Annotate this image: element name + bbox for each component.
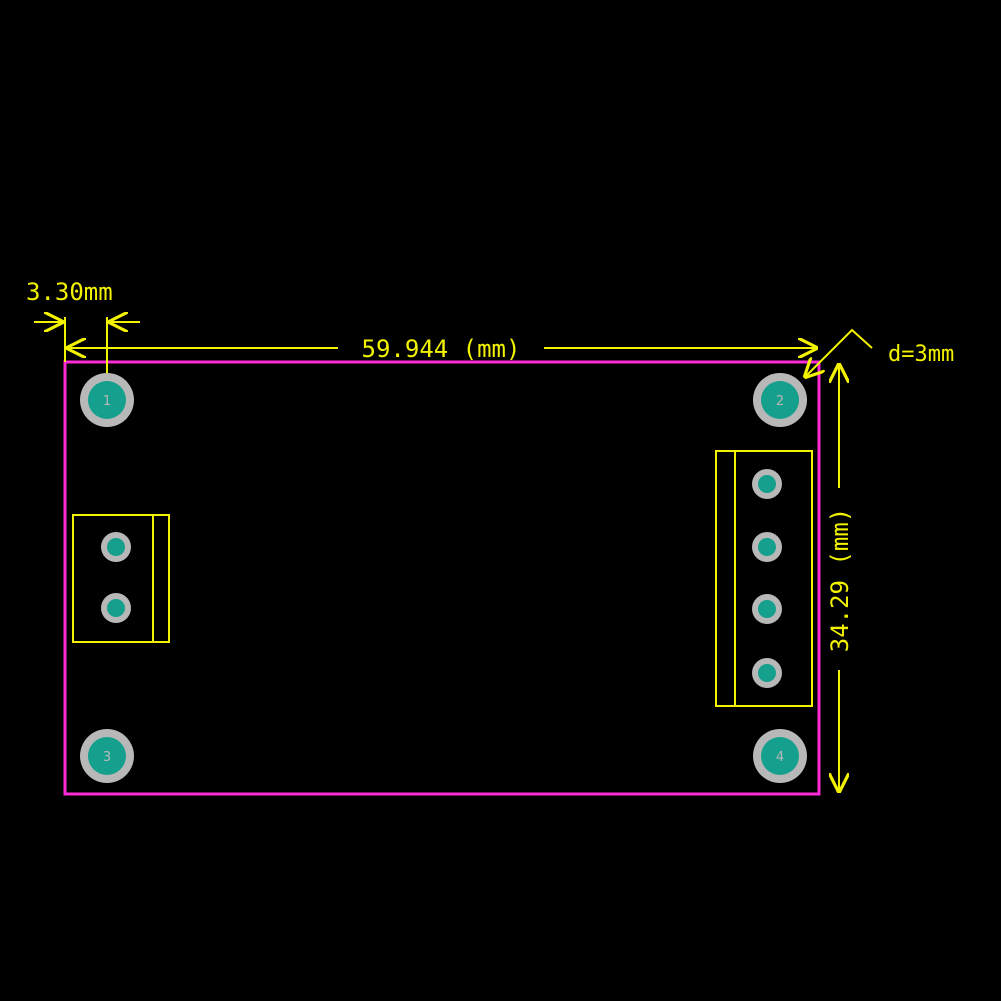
mounting-hole-pad [88, 381, 126, 419]
right-terminal-pin-4 [752, 658, 782, 688]
offset-dimension-label: 3.30mm [26, 278, 113, 306]
pin-pad [107, 599, 125, 617]
mounting-hole-pad [761, 737, 799, 775]
right-terminal-pin-2 [752, 532, 782, 562]
mounting-hole-1: 1 [80, 373, 134, 427]
mounting-hole-label: 1 [103, 394, 111, 409]
hole-diameter-label: d=3mm [888, 342, 954, 367]
pin-pad [758, 475, 776, 493]
right-terminal-pin-3 [752, 594, 782, 624]
pin-pad [758, 538, 776, 556]
mounting-hole-pad [761, 381, 799, 419]
width-dimension-label: 59.944 (mm) [362, 335, 521, 363]
height-dimension-label: 34.29 (mm) [826, 508, 854, 653]
offset-dimension [34, 317, 140, 380]
mounting-hole-label: 3 [103, 750, 111, 765]
left-terminal-pin-1 [101, 532, 131, 562]
pin-pad [758, 664, 776, 682]
right-terminal-outline [715, 450, 813, 707]
left-terminal-block [72, 514, 170, 643]
pin-pad [758, 600, 776, 618]
left-terminal-pin-2 [101, 593, 131, 623]
mounting-hole-pad [88, 737, 126, 775]
right-terminal-pin-1 [752, 469, 782, 499]
mounting-hole-2: 2 [753, 373, 807, 427]
left-terminal-outline [72, 514, 170, 643]
mounting-hole-4: 4 [753, 729, 807, 783]
board-outline [63, 360, 821, 796]
right-terminal-block [715, 450, 813, 707]
mounting-hole-label: 4 [776, 750, 784, 765]
mounting-hole-label: 2 [776, 394, 784, 409]
mounting-hole-3: 3 [80, 729, 134, 783]
hole-callout-leader [804, 328, 873, 378]
pin-pad [107, 538, 125, 556]
